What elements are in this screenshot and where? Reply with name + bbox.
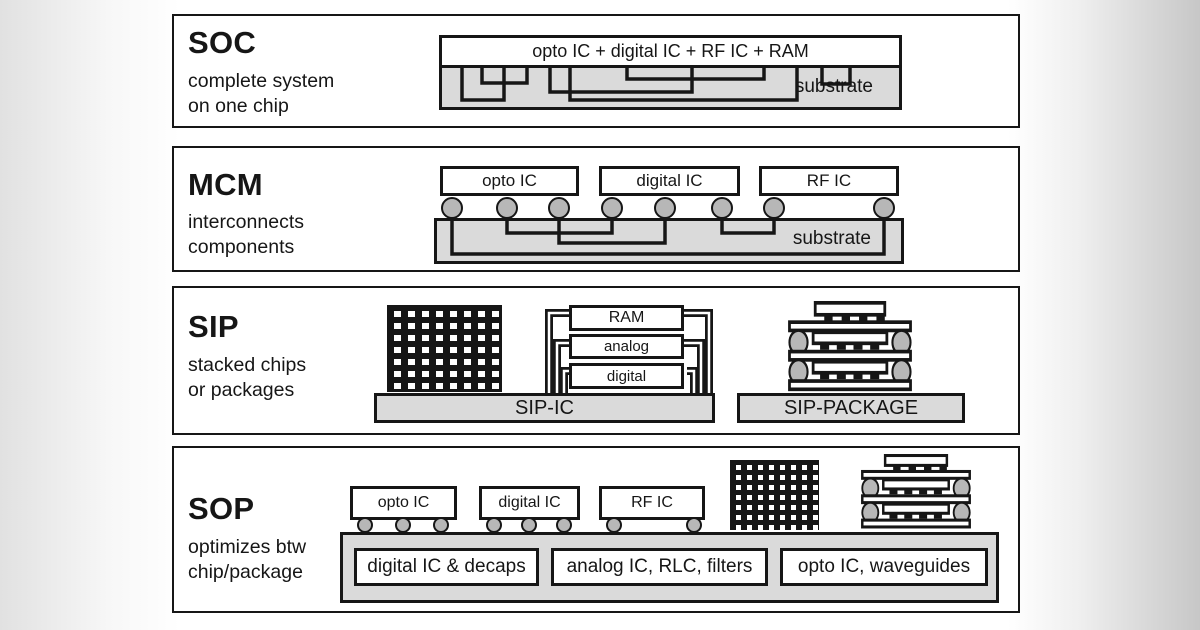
solder-ball-icon <box>357 517 373 533</box>
solder-ball-icon <box>496 197 518 219</box>
panel-desc-line: optimizes btw <box>188 536 307 558</box>
sip-stack-digital: digital <box>569 363 684 389</box>
solder-ball-icon <box>686 517 702 533</box>
stacked-chip-grid-icon <box>730 460 819 530</box>
sip-stack-analog: analog <box>569 334 684 359</box>
interconnect-traces-icon <box>450 221 886 256</box>
panel-sop: SOP optimizes btw chip/package opto IC d… <box>172 446 1020 613</box>
sip-stack-ram: RAM <box>569 305 684 331</box>
solder-ball-icon <box>711 197 733 219</box>
sop-substrate: digital IC & decaps analog IC, RLC, filt… <box>340 532 999 603</box>
solder-ball-icon <box>763 197 785 219</box>
substrate-label: substrate <box>794 76 873 97</box>
solder-ball-icon <box>441 197 463 219</box>
mcm-chip-opto: opto IC <box>440 166 579 196</box>
stacked-chip-grid-icon <box>387 305 502 392</box>
panel-desc-line: chip/package <box>188 561 303 583</box>
solder-ball-icon <box>433 517 449 533</box>
wire-bond-brackets-icon <box>545 309 713 394</box>
panel-mcm-label: MCM interconnects components <box>188 168 304 260</box>
sop-chip-rf: RF IC <box>599 486 705 520</box>
solder-ball-icon <box>556 517 572 533</box>
soc-substrate: substrate <box>439 65 902 110</box>
stacked-package-icon <box>860 454 972 529</box>
substrate-label: substrate <box>792 228 871 249</box>
solder-ball-icon <box>601 197 623 219</box>
panel-desc-line: stacked chips <box>188 354 307 376</box>
panel-soc: SOC complete system on one chip opto IC … <box>172 14 1020 128</box>
panel-desc-line: components <box>188 236 295 258</box>
sop-embedded-analog: analog IC, RLC, filters <box>551 548 768 586</box>
panel-desc-line: complete system <box>188 70 335 92</box>
panel-desc-line: on one chip <box>188 95 289 117</box>
sop-embedded-digital: digital IC & decaps <box>354 548 539 586</box>
panel-title: SOC <box>188 25 257 60</box>
panel-title: MCM <box>188 167 263 202</box>
sop-embedded-opto: opto IC, waveguides <box>780 548 988 586</box>
solder-ball-icon <box>548 197 570 219</box>
mcm-substrate: substrate <box>434 218 904 264</box>
sip-ic-base: SIP-IC <box>374 393 715 423</box>
sip-package-base: SIP-PACKAGE <box>737 393 965 423</box>
panel-sop-label: SOP optimizes btw chip/package <box>188 492 306 585</box>
panel-desc-line: or packages <box>188 379 295 401</box>
solder-ball-icon <box>606 517 622 533</box>
panel-soc-label: SOC complete system on one chip <box>188 26 334 119</box>
solder-ball-icon <box>486 517 502 533</box>
solder-ball-icon <box>873 197 895 219</box>
solder-ball-icon <box>654 197 676 219</box>
panel-sip-label: SIP stacked chips or packages <box>188 310 306 403</box>
panel-title: SOP <box>188 491 255 526</box>
sop-chip-digital: digital IC <box>479 486 580 520</box>
solder-ball-icon <box>521 517 537 533</box>
panel-sip: SIP stacked chips or packages RAM analog… <box>172 286 1020 435</box>
mcm-chip-digital: digital IC <box>599 166 740 196</box>
interconnect-traces-icon <box>460 68 852 102</box>
stacked-package-icon <box>787 301 913 392</box>
soc-chip-bar: opto IC + digital IC + RF IC + RAM <box>439 35 902 68</box>
sop-chip-opto: opto IC <box>350 486 457 520</box>
panel-desc-line: interconnects <box>188 211 304 233</box>
mcm-chip-rf: RF IC <box>759 166 899 196</box>
panel-title: SIP <box>188 309 239 344</box>
solder-ball-icon <box>395 517 411 533</box>
panel-mcm: MCM interconnects components opto IC dig… <box>172 146 1020 272</box>
